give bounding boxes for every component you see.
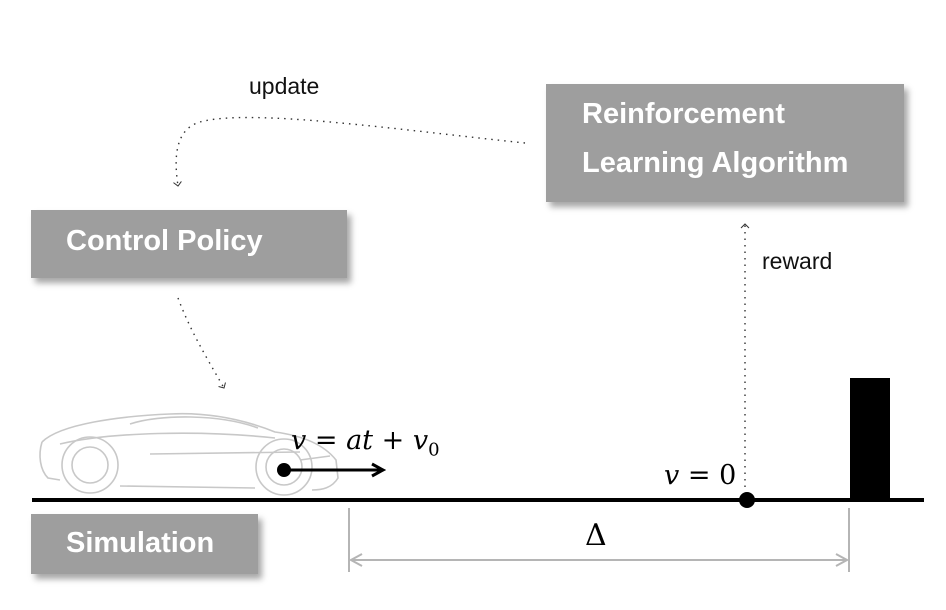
control-policy-box: Control Policy (31, 210, 347, 278)
stop-position-dot (739, 492, 755, 508)
control-policy-title: Control Policy (66, 225, 263, 257)
simulation-box: Simulation (31, 514, 258, 574)
simulation-title: Simulation (66, 527, 215, 559)
rl-algorithm-title-line2: Learning Algorithm (582, 147, 849, 179)
car-position-dot (277, 463, 291, 477)
rl-algorithm-box: Reinforcement Learning Algorithm (546, 84, 904, 202)
reward-label: reward (762, 248, 833, 274)
car-sketch-icon (39, 412, 339, 496)
distance-delta-label: Δ (585, 518, 607, 553)
policy-to-simulation-arrow (177, 297, 226, 389)
update-label: update (249, 73, 320, 99)
rl-algorithm-title-line1: Reinforcement (582, 98, 786, 130)
velocity-equation: v = at + v0 (291, 425, 440, 461)
obstacle-block (850, 378, 890, 500)
update-arrow (173, 116, 526, 187)
stop-velocity-equation: v = 0 (664, 460, 737, 491)
